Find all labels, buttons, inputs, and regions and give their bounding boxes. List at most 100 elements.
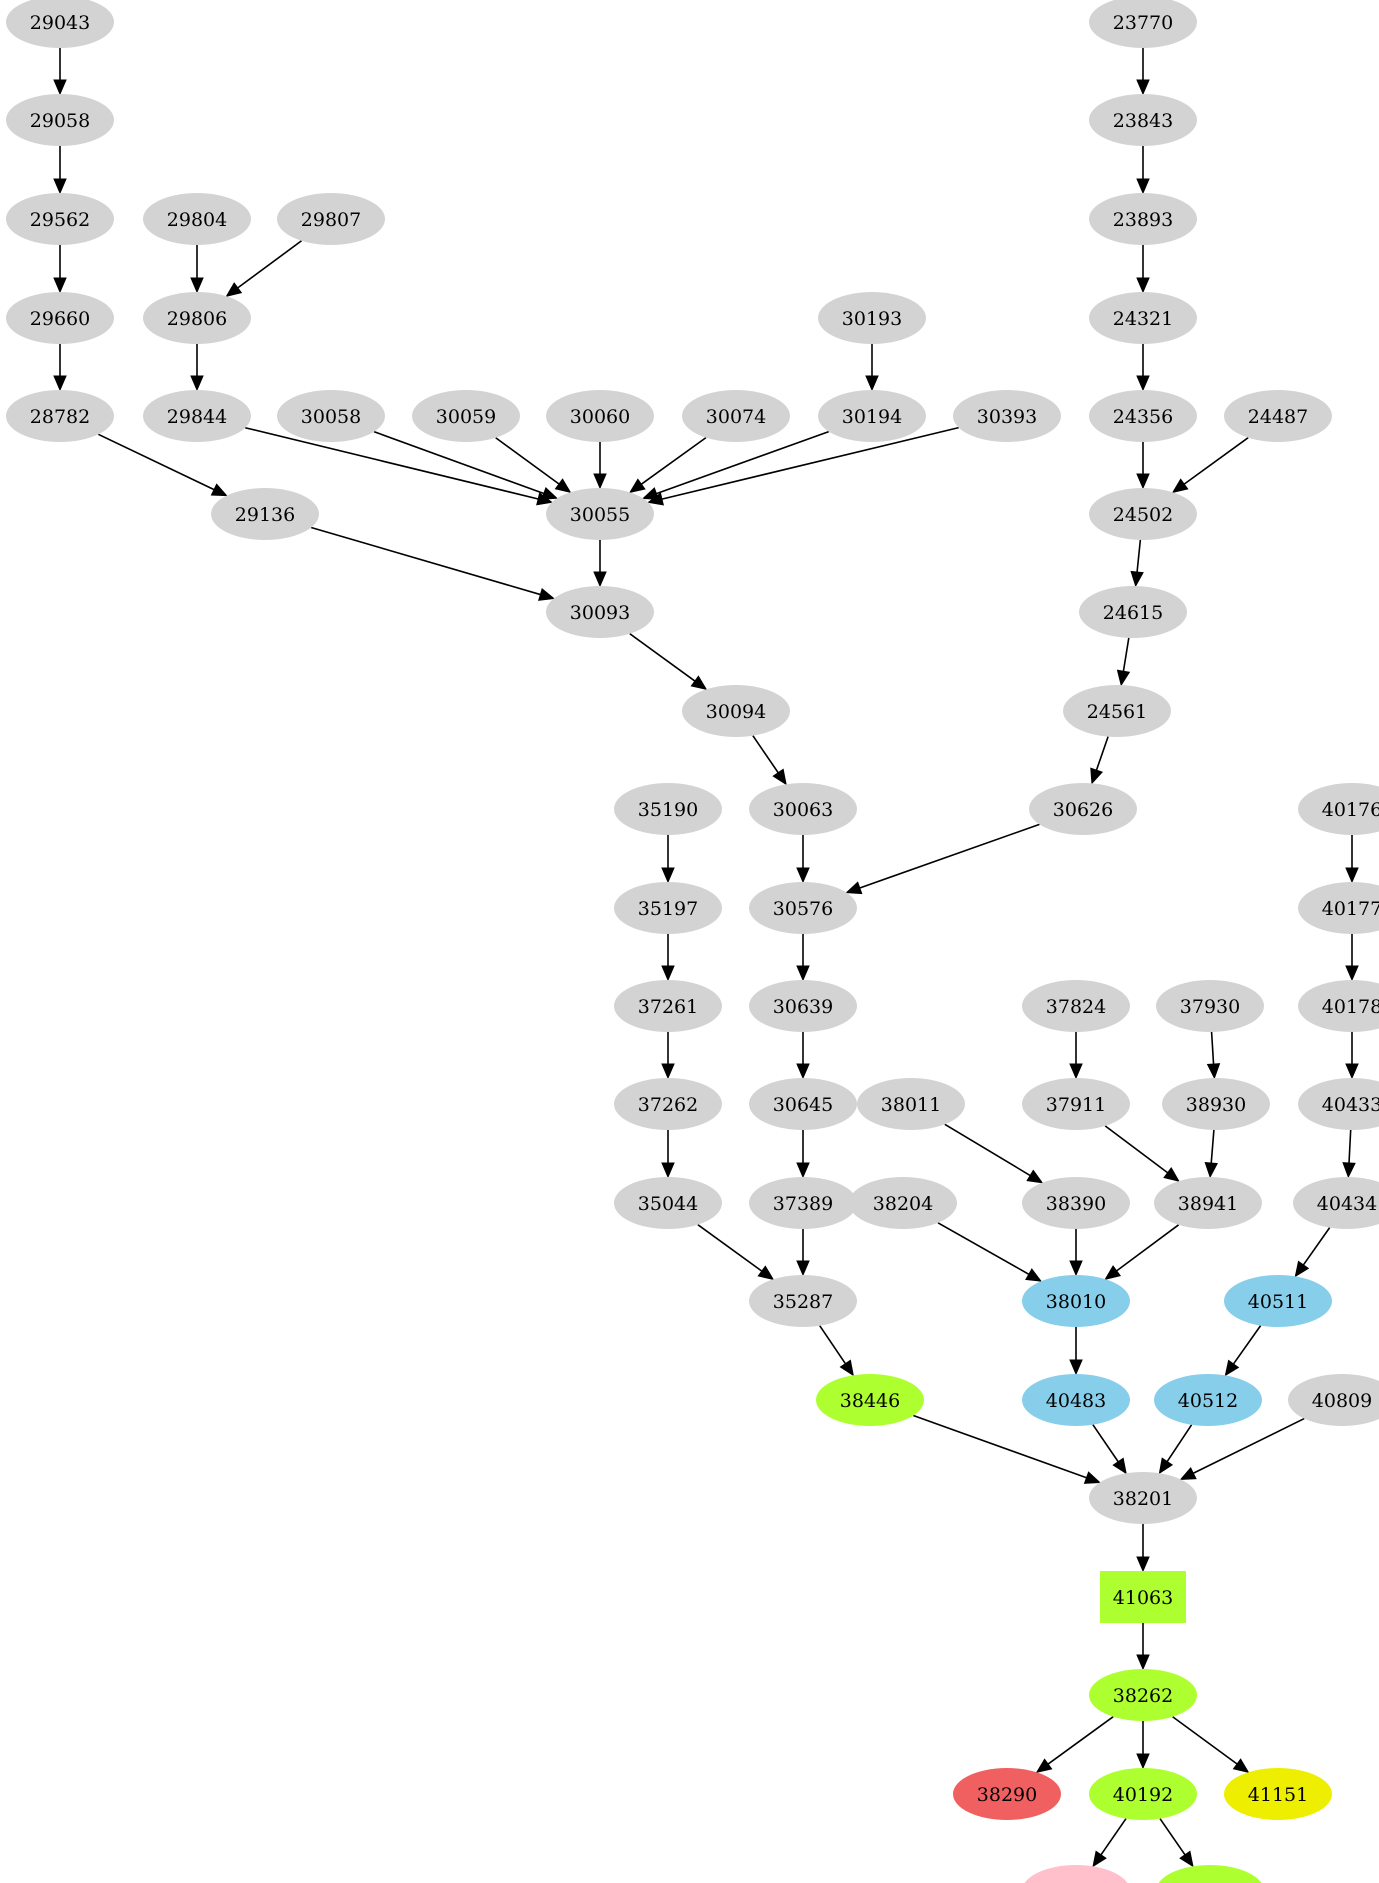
node-30060[interactable]: 30060 — [546, 390, 654, 442]
node-40809[interactable]: 40809 — [1288, 1374, 1379, 1426]
node-24487[interactable]: 24487 — [1224, 390, 1332, 442]
node-ellipse — [1224, 1275, 1332, 1327]
node-30645[interactable]: 30645 — [749, 1078, 857, 1130]
node-39438[interactable]: 39438 — [1156, 1865, 1264, 1883]
node-30058[interactable]: 30058 — [277, 390, 385, 442]
node-29058[interactable]: 29058 — [6, 94, 114, 146]
node-29804[interactable]: 29804 — [143, 193, 251, 245]
node-40434[interactable]: 40434 — [1293, 1177, 1379, 1229]
edge-40809-to-38201 — [1179, 1417, 1305, 1480]
edge-24356-to-24502 — [1136, 442, 1150, 490]
node-24321[interactable]: 24321 — [1089, 292, 1197, 344]
node-29136[interactable]: 29136 — [211, 488, 319, 540]
node-38262[interactable]: 38262 — [1089, 1669, 1197, 1721]
node-38290[interactable]: 38290 — [953, 1768, 1061, 1820]
node-24502[interactable]: 24502 — [1089, 488, 1197, 540]
node-40176[interactable]: 40176 — [1298, 783, 1379, 835]
node-40483[interactable]: 40483 — [1022, 1374, 1130, 1426]
node-35044[interactable]: 35044 — [614, 1177, 722, 1229]
node-30639[interactable]: 30639 — [749, 980, 857, 1032]
node-40192[interactable]: 40192 — [1089, 1768, 1197, 1820]
edge-40178-to-40433 — [1345, 1032, 1359, 1080]
node-37389[interactable]: 37389 — [749, 1177, 857, 1229]
edge-30060-to-30055 — [593, 442, 607, 490]
edge-line — [310, 526, 541, 596]
node-24356[interactable]: 24356 — [1089, 390, 1197, 442]
node-35190[interactable]: 35190 — [614, 783, 722, 835]
node-29844[interactable]: 29844 — [143, 390, 251, 442]
node-label: 30059 — [436, 406, 496, 428]
node-29043[interactable]: 29043 — [6, 0, 114, 48]
node-37261[interactable]: 37261 — [614, 980, 722, 1032]
node-30059[interactable]: 30059 — [412, 390, 520, 442]
node-38010[interactable]: 38010 — [1022, 1275, 1130, 1327]
node-37262[interactable]: 37262 — [614, 1078, 722, 1130]
edge-30094-to-30063 — [752, 735, 787, 786]
node-35197[interactable]: 35197 — [614, 882, 722, 934]
node-24615[interactable]: 24615 — [1079, 586, 1187, 638]
edge-40433-to-40434 — [1342, 1129, 1356, 1179]
edge-37911-to-38941 — [1104, 1125, 1180, 1182]
arrow-head-icon — [796, 867, 810, 884]
node-23893[interactable]: 23893 — [1089, 193, 1197, 245]
node-30393[interactable]: 30393 — [953, 390, 1061, 442]
node-23770[interactable]: 23770 — [1089, 0, 1197, 48]
node-30063[interactable]: 30063 — [749, 783, 857, 835]
node-35287[interactable]: 35287 — [749, 1275, 857, 1327]
node-37824[interactable]: 37824 — [1022, 980, 1130, 1032]
node-label: 30626 — [1053, 799, 1113, 821]
node-24561[interactable]: 24561 — [1063, 685, 1171, 737]
edge-38204-to-38010 — [937, 1222, 1043, 1282]
node-29562[interactable]: 29562 — [6, 193, 114, 245]
node-29807[interactable]: 29807 — [277, 193, 385, 245]
node-label: 30576 — [773, 898, 833, 920]
node-29806[interactable]: 29806 — [143, 292, 251, 344]
node-41063[interactable]: 41063 — [1100, 1571, 1186, 1623]
node-40512[interactable]: 40512 — [1154, 1374, 1262, 1426]
node-40433[interactable]: 40433 — [1298, 1078, 1379, 1130]
node-38201[interactable]: 38201 — [1089, 1472, 1197, 1524]
node-41151[interactable]: 41151 — [1224, 1768, 1332, 1820]
node-ellipse — [749, 1177, 857, 1229]
node-30055[interactable]: 30055 — [546, 488, 654, 540]
node-30194[interactable]: 30194 — [818, 390, 926, 442]
node-23843[interactable]: 23843 — [1089, 94, 1197, 146]
node-30576[interactable]: 30576 — [749, 882, 857, 934]
node-label: 40512 — [1178, 1390, 1238, 1412]
node-38446[interactable]: 38446 — [816, 1374, 924, 1426]
edge-line — [1210, 1031, 1215, 1065]
node-38390[interactable]: 38390 — [1022, 1177, 1130, 1229]
node-label: 30074 — [706, 406, 766, 428]
node-30074[interactable]: 30074 — [682, 390, 790, 442]
edge-30093-to-30094 — [629, 633, 708, 691]
node-38911[interactable]: 38911 — [1022, 1865, 1130, 1883]
node-40511[interactable]: 40511 — [1224, 1275, 1332, 1327]
node-30193[interactable]: 30193 — [818, 292, 926, 344]
node-38011[interactable]: 38011 — [857, 1078, 965, 1130]
node-30626[interactable]: 30626 — [1029, 783, 1137, 835]
node-label: 29136 — [235, 504, 295, 526]
node-38930[interactable]: 38930 — [1162, 1078, 1270, 1130]
node-29660[interactable]: 29660 — [6, 292, 114, 344]
node-30094[interactable]: 30094 — [682, 685, 790, 737]
node-label: 30194 — [842, 406, 902, 428]
arrow-head-icon — [1069, 1260, 1083, 1277]
node-28782[interactable]: 28782 — [6, 390, 114, 442]
node-40177[interactable]: 40177 — [1298, 882, 1379, 934]
node-label: 24487 — [1248, 406, 1308, 428]
node-37930[interactable]: 37930 — [1156, 980, 1264, 1032]
node-38941[interactable]: 38941 — [1154, 1177, 1262, 1229]
node-label: 38204 — [873, 1193, 933, 1215]
node-30093[interactable]: 30093 — [546, 586, 654, 638]
node-label: 30645 — [773, 1094, 833, 1116]
node-ellipse — [1298, 1078, 1379, 1130]
node-ellipse — [1089, 292, 1197, 344]
edge-line — [1172, 1716, 1238, 1765]
node-ellipse — [143, 292, 251, 344]
node-ellipse — [1162, 1078, 1270, 1130]
node-38204[interactable]: 38204 — [849, 1177, 957, 1229]
edge-40483-to-38201 — [1092, 1424, 1127, 1475]
node-ellipse — [857, 1078, 965, 1130]
node-40178[interactable]: 40178 — [1298, 980, 1379, 1032]
node-37911[interactable]: 37911 — [1022, 1078, 1130, 1130]
